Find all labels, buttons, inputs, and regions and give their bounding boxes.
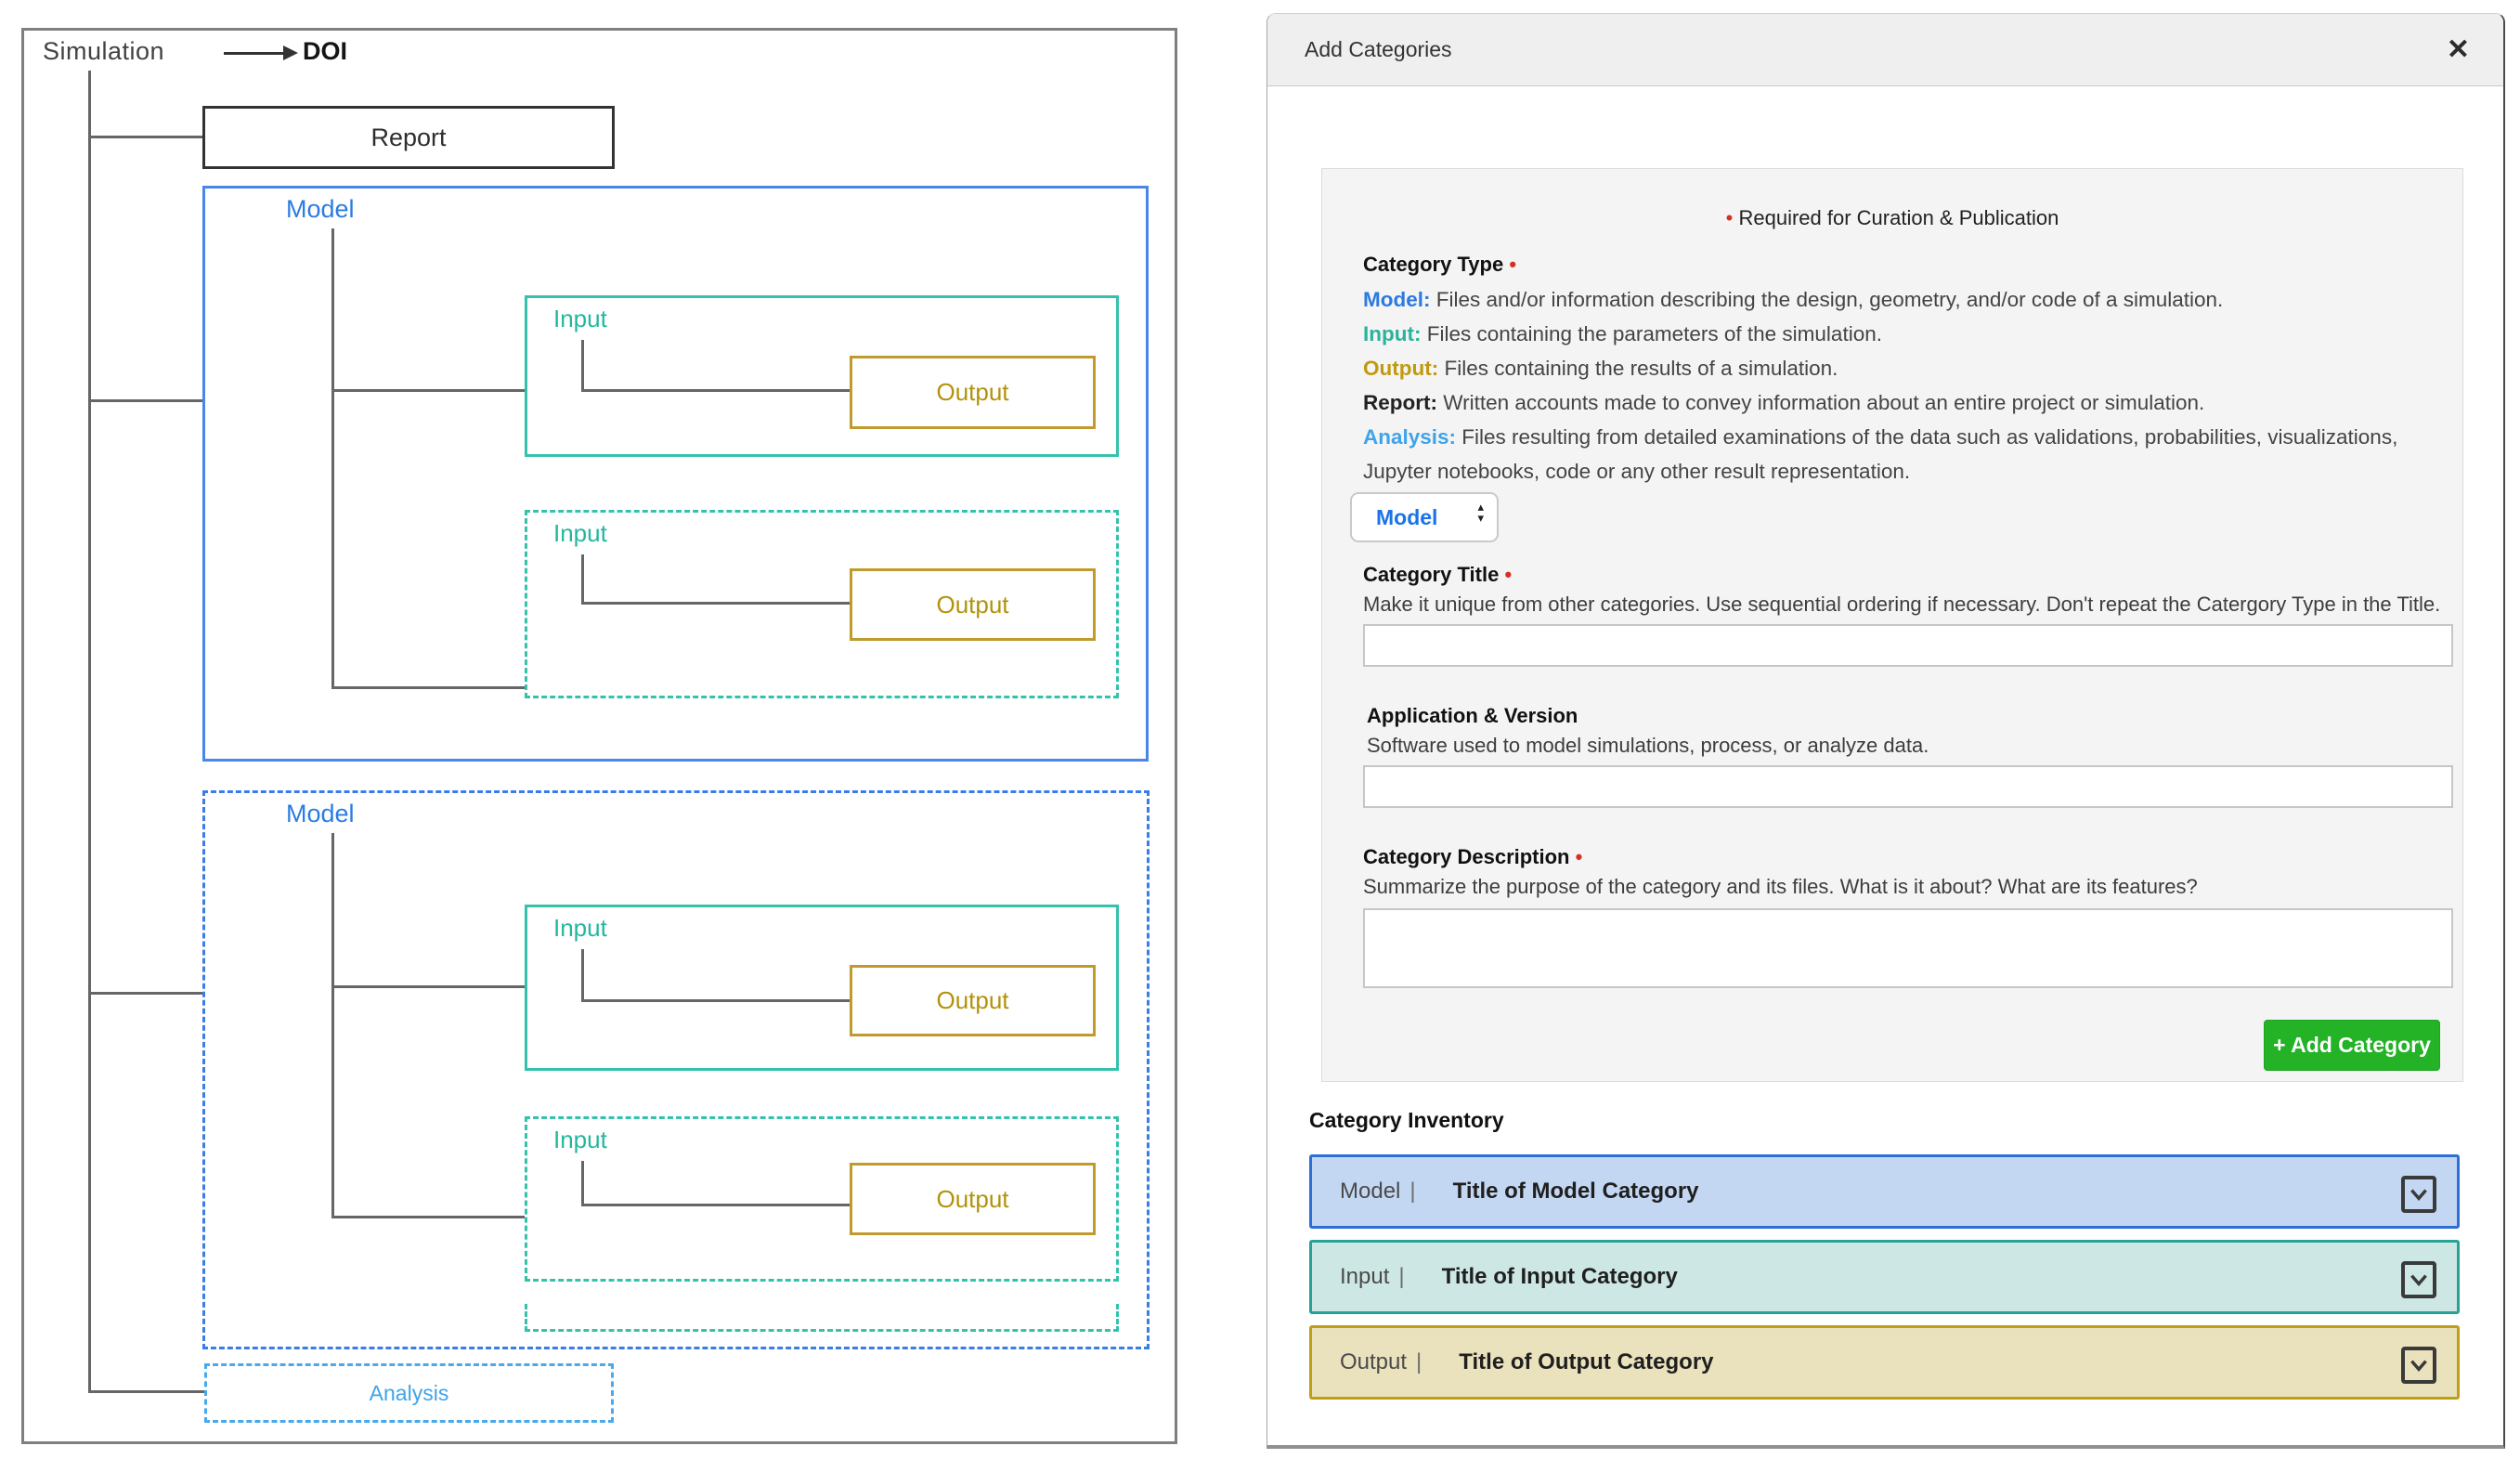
required-note: • Required for Curation & Publication [1322,206,2462,230]
output-node-3: Output [850,965,1096,1036]
application-version-label: Application & Version [1367,704,1578,728]
expand-row-button[interactable] [2401,1261,2436,1298]
input-3-branch [581,999,850,1002]
row-title: Title of Input Category [1442,1264,1678,1290]
output-node-4: Output [850,1163,1096,1235]
description-output: Output: Files containing the results of … [1363,351,2440,385]
doi-arrow [224,52,285,55]
row-divider: | [1409,1179,1415,1205]
required-mark-icon: • [1504,563,1512,586]
category-title-label-text: Category Title [1363,563,1499,586]
input-4-stem [581,1161,584,1206]
required-mark-icon: • [1509,253,1516,276]
model-2-stem [331,833,334,1218]
selected-category-type: Model [1376,505,1437,530]
row-title: Title of Model Category [1453,1179,1699,1205]
description-input: Input: Files containing the parameters o… [1363,317,2440,351]
arrow-down-icon: ▾ [1477,513,1484,524]
category-title-input[interactable] [1363,624,2453,667]
add-category-button[interactable]: + Add Category [2264,1020,2440,1071]
trunk-line [88,71,91,1393]
category-type-label-text: Category Type [1363,253,1503,276]
row-divider: | [1416,1349,1422,1375]
doi-arrowhead-icon [283,46,298,60]
report-label: Report [370,124,446,152]
category-title-label: Category Title • [1363,563,1512,587]
category-description-label: Category Description • [1363,845,1582,869]
input-3-stem [581,949,584,1002]
close-icon[interactable]: ✕ [2447,36,2470,64]
inventory-row-output[interactable]: Output | Title of Output Category [1309,1325,2460,1400]
add-category-form: • Required for Curation & Publication Ca… [1321,168,2463,1082]
model-1-stem [331,228,334,689]
application-version-input[interactable] [1363,765,2453,808]
input-1-stem [581,340,584,392]
description-report: Report: Written accounts made to convey … [1363,385,2440,420]
chevron-down-icon [2407,1182,2431,1206]
output-node-2: Output [850,568,1096,641]
output-label-1: Output [936,378,1008,407]
analysis-label: Analysis [370,1381,449,1406]
model-label-1: Model [286,195,355,224]
inventory-row-model[interactable]: Model | Title of Model Category [1309,1154,2460,1229]
model-1-branch-input-1 [331,389,525,392]
description-analysis: Analysis: Files resulting from detailed … [1363,420,2440,488]
input-label-4: Input [553,1126,607,1154]
output-label-3: Output [936,986,1008,1015]
category-type-select[interactable]: Model ▴ ▾ [1350,492,1499,542]
input-label-3: Input [553,914,607,943]
input-1-branch [581,389,850,392]
modal-title: Add Categories [1305,37,1452,62]
row-type: Model [1340,1179,1400,1205]
modal-header: Add Categories ✕ [1267,14,2503,86]
branch-report [88,136,202,138]
model-2-branch-input-4 [331,1216,525,1218]
output-label-2: Output [936,591,1008,619]
analysis-node: Analysis [204,1363,614,1423]
add-categories-modal: Add Categories ✕ • Required for Curation… [1266,13,2505,1449]
inventory-row-input[interactable]: Input | Title of Input Category [1309,1240,2460,1314]
category-type-label: Category Type • [1363,253,1516,277]
category-description-label-text: Category Description [1363,845,1570,868]
model-label-2: Model [286,800,355,828]
output-label-4: Output [936,1185,1008,1214]
category-title-helper: Make it unique from other categories. Us… [1363,593,2440,617]
expand-row-button[interactable] [2401,1176,2436,1213]
category-inventory-label: Category Inventory [1309,1108,1504,1133]
branch-model-1 [88,399,202,402]
model-1-branch-input-2 [331,686,525,689]
report-node: Report [202,106,615,169]
branch-analysis [88,1390,204,1393]
row-type: Output [1340,1349,1407,1375]
partial-input-hint-box [525,1304,1119,1332]
simulation-label: Simulation [43,37,164,66]
description-model: Model: Files and/or information describi… [1363,282,2440,317]
select-arrows-icon: ▴ ▾ [1477,502,1484,524]
model-2-branch-input-3 [331,985,525,988]
input-4-branch [581,1204,850,1206]
required-note-text: Required for Curation & Publication [1738,206,2059,229]
expand-row-button[interactable] [2401,1347,2436,1384]
branch-model-2 [88,992,202,995]
input-2-stem [581,554,584,605]
input-label-1: Input [553,305,607,333]
input-label-2: Input [553,519,607,548]
output-node-1: Output [850,356,1096,429]
application-version-helper: Software used to model simulations, proc… [1367,734,1929,758]
required-mark-icon: • [1576,845,1583,868]
row-title: Title of Output Category [1459,1349,1713,1375]
doi-label: DOI [303,37,347,66]
category-description-helper: Summarize the purpose of the category an… [1363,875,2198,899]
row-type: Input [1340,1264,1389,1290]
row-divider: | [1398,1264,1404,1290]
simulation-doi-diagram: Simulation DOI Report Model Input Output… [0,0,1235,1472]
input-2-branch [581,602,850,605]
category-type-descriptions: Model: Files and/or information describi… [1363,282,2440,488]
chevron-down-icon [2407,1268,2431,1292]
category-description-textarea[interactable] [1363,908,2453,988]
required-bullet-icon: • [1726,206,1734,229]
chevron-down-icon [2407,1353,2431,1377]
